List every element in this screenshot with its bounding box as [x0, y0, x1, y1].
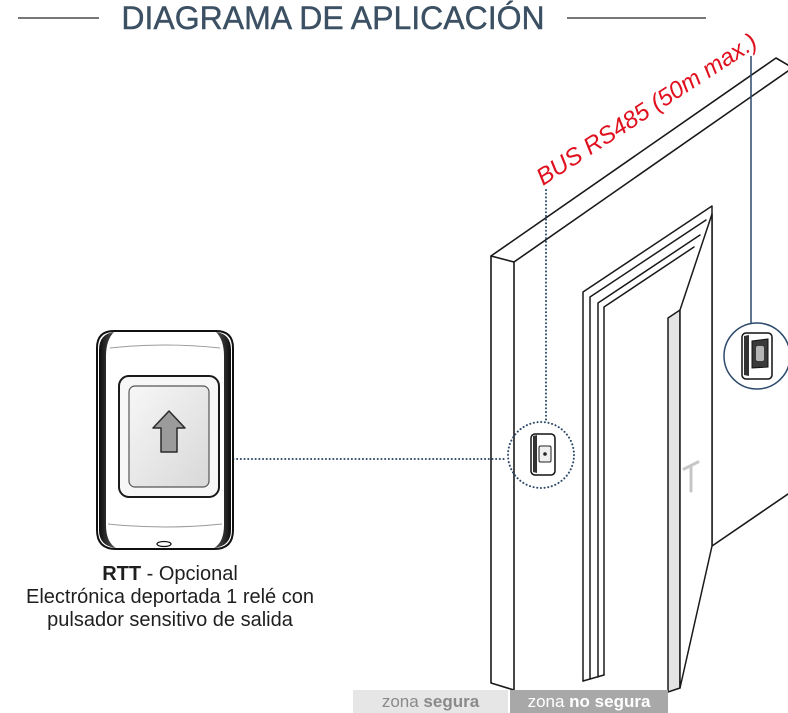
rtt-name-suffix: - Opcional: [141, 563, 238, 585]
zone-insecure-prefix: zona: [527, 692, 570, 711]
rtt-caption-heading: RTT - Opcional: [0, 563, 340, 586]
wall-reader-left: [530, 433, 556, 476]
wall-bottom-right: [711, 493, 788, 547]
zone-insecure-label: zona no segura: [510, 690, 668, 713]
door-leaf-edge: [667, 309, 681, 693]
zone-secure-prefix: zona: [381, 692, 424, 711]
rtt-left-side: [99, 332, 116, 548]
wall-left-end: [490, 255, 515, 691]
door-leaf: [667, 213, 713, 693]
wall-top-front-edge: [513, 70, 788, 263]
rtt-name: RTT: [102, 563, 142, 585]
door-frame-inner: [597, 234, 701, 678]
rtt-top-rim: [109, 344, 221, 349]
door-frame-casing: [589, 219, 707, 680]
reader-left-led-icon: [543, 452, 547, 456]
wall-reader-right: [741, 332, 773, 380]
reader-left-side: [533, 435, 537, 473]
rtt-description-line2: pulsador sensitivo de salida: [47, 609, 293, 631]
rtt-screw-hole: [156, 540, 172, 548]
zone-secure-label: zona segura: [353, 690, 508, 713]
door-handle: [682, 460, 700, 493]
rtt-device: [96, 330, 234, 550]
rtt-description-line1: Electrónica deportada 1 relé con: [26, 586, 314, 608]
rtt-right-side: [214, 332, 231, 548]
fingerprint-sensor-icon: [756, 346, 764, 361]
reader-right-highlight: [723, 322, 788, 390]
rtt-bottom-rim: [107, 523, 223, 528]
reader-right-side: [744, 335, 749, 376]
page-title: DIAGRAMA DE APLICACIÓN: [121, 0, 545, 36]
door-frame-sill: [582, 674, 605, 682]
arrow-up-icon: [152, 410, 186, 453]
reader-left-highlight: [507, 421, 575, 489]
door-frame-jamb: [603, 246, 695, 676]
connections: [225, 56, 788, 489]
bus-label: BUS RS485 (50m max.): [532, 28, 763, 191]
door-leaf-face: [679, 213, 713, 689]
zone-secure-emphasis: segura: [423, 692, 480, 711]
zone-insecure-emphasis: no segura: [569, 692, 651, 711]
wall-top-back-edge: [490, 57, 788, 257]
rtt-caption: RTT - Opcional Electrónica deportada 1 r…: [0, 563, 340, 632]
